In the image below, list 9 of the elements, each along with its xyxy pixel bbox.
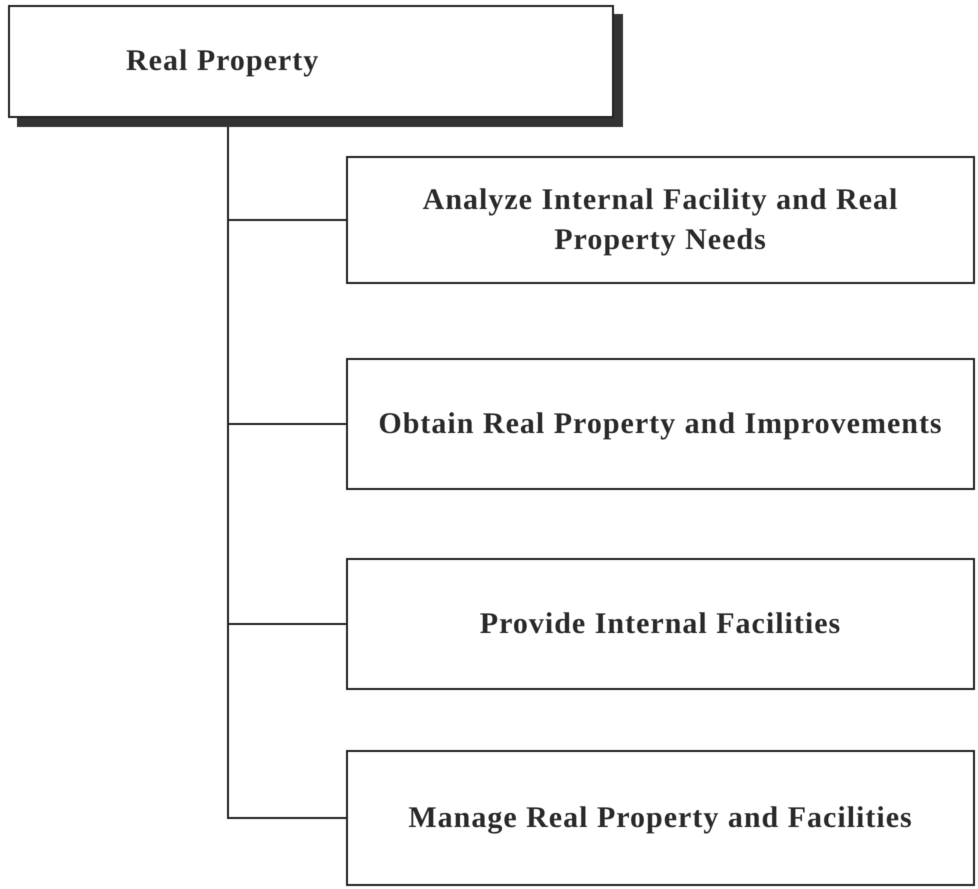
box-label: Real Property bbox=[126, 43, 320, 80]
box-label: Manage Real Property and Facilities bbox=[407, 800, 914, 836]
box-label: Obtain Real Property and Improvements bbox=[377, 406, 944, 442]
box-label: Provide Internal Facilities bbox=[478, 606, 842, 642]
box-label: Analyze Internal Facility and Real Property Needs bbox=[422, 182, 900, 258]
process-box bbox=[346, 358, 975, 490]
process-box bbox=[346, 156, 975, 284]
process-box bbox=[346, 750, 975, 886]
process-box bbox=[346, 558, 975, 690]
